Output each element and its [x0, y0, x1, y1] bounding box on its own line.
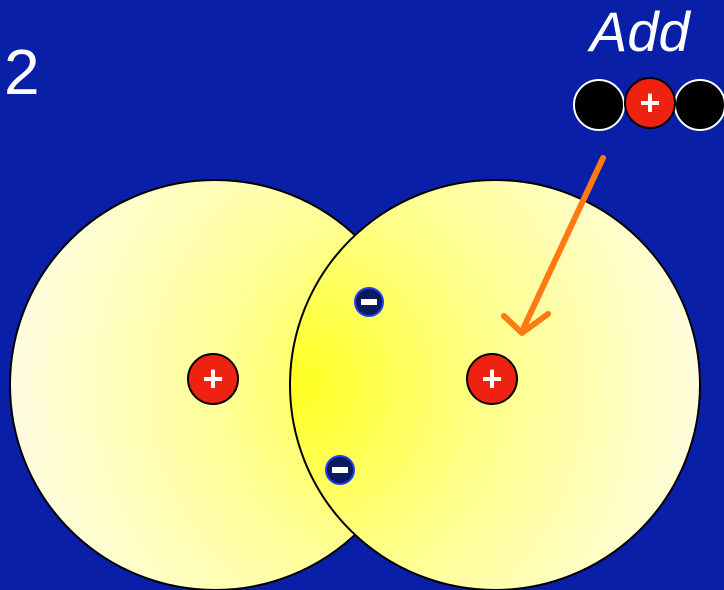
neutron-left [573, 79, 625, 131]
proton-symbol: + [202, 358, 223, 399]
electron-bottom [325, 455, 355, 485]
add-arrow [521, 155, 606, 330]
proton-symbol: + [639, 82, 660, 123]
electron-top [354, 287, 384, 317]
proton-right: + [466, 353, 518, 405]
add-arrow-head [501, 311, 551, 336]
proton-left: + [187, 353, 239, 405]
add-label: Add [590, 0, 690, 63]
proton-symbol: + [481, 358, 502, 399]
neutron-right [674, 79, 724, 131]
add-particles: + [573, 77, 724, 131]
proton-add: + [624, 77, 676, 129]
step-number: 2 [4, 36, 40, 108]
